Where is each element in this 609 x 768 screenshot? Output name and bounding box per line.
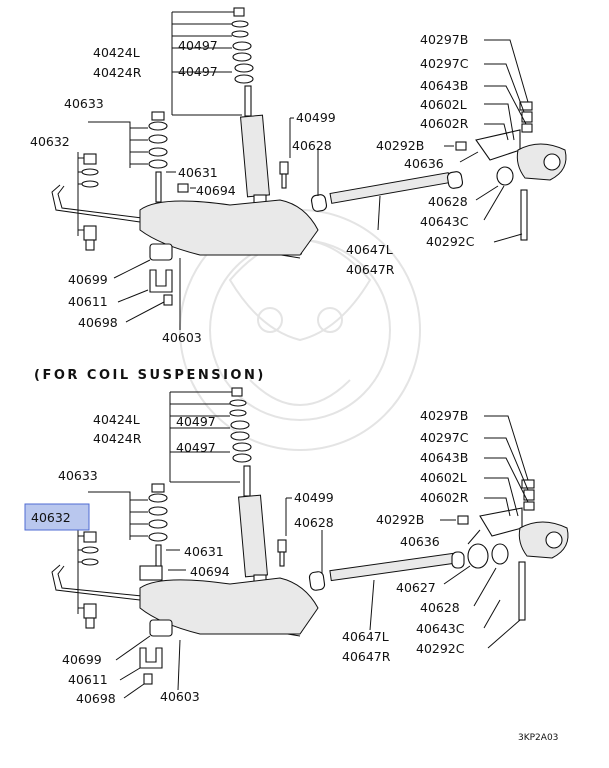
label-40499: 40499: [294, 490, 334, 505]
lower-bolt-40698: [143, 673, 153, 685]
upper-washer-40643B: [521, 123, 533, 133]
label-40497: 40497: [176, 440, 216, 455]
label-40424L: 40424L: [93, 412, 140, 427]
label-40698: 40698: [76, 691, 116, 706]
label-40603: 40603: [162, 330, 202, 345]
upper-bolt-40698: [163, 294, 173, 306]
label-40292C: 40292C: [416, 641, 465, 656]
label-40628: 40628: [294, 515, 334, 530]
label-40647R: 40647R: [346, 262, 395, 277]
label-40499: 40499: [296, 110, 336, 125]
label-40297C: 40297C: [420, 56, 469, 71]
lower-bracket-40636: [479, 507, 569, 559]
label-40636: 40636: [400, 534, 440, 549]
lower-washer-40643B: [523, 501, 535, 511]
upper-shock-absorber: [240, 85, 270, 216]
diagram-code: 3KP2A03: [518, 733, 558, 743]
label-40611: 40611: [68, 294, 108, 309]
label-40699: 40699: [68, 272, 108, 287]
label-40424L: 40424L: [93, 45, 140, 60]
label-40636: 40636: [404, 156, 444, 171]
label-40603: 40603: [160, 689, 200, 704]
label-40497: 40497: [178, 38, 218, 53]
label-40694: 40694: [196, 183, 236, 198]
lower-bolt-40292B: [457, 515, 469, 525]
highlight-box-40632: [24, 503, 90, 531]
label-40424R: 40424R: [93, 65, 142, 80]
label-40632: 40632: [30, 134, 70, 149]
label-40643C: 40643C: [416, 621, 465, 636]
lower-leader-lines: [77, 391, 529, 699]
lower-bolt-40292C: [518, 561, 526, 621]
label-40647L: 40647L: [342, 629, 389, 644]
upper-bushing-stack-40632: [81, 153, 99, 251]
label-40497: 40497: [178, 64, 218, 79]
lower-shock-absorber: [238, 465, 268, 596]
label-40643B: 40643B: [420, 450, 468, 465]
upper-leader-lines: [77, 11, 529, 330]
upper-bolt-40292C: [520, 189, 528, 241]
label-40627: 40627: [396, 580, 436, 595]
upper-bushing-stack-40633: [148, 111, 168, 203]
upper-bracket-40636: [475, 129, 567, 181]
label-40611: 40611: [68, 672, 108, 687]
label-40647R: 40647R: [342, 649, 391, 664]
upper-nut-40297B: [519, 101, 533, 111]
label-40292C: 40292C: [426, 234, 475, 249]
label-40292B: 40292B: [376, 512, 424, 527]
label-40643B: 40643B: [420, 78, 468, 93]
label-40297C: 40297C: [420, 430, 469, 445]
lower-bolt-40499: [279, 551, 285, 567]
label-40628: 40628: [428, 194, 468, 209]
lower-bushing-40699: [149, 619, 173, 637]
label-40631: 40631: [184, 544, 224, 559]
lower-diagram: 40424L 40424R 40497 40497 40633 40632 40…: [24, 387, 569, 706]
label-40297B: 40297B: [420, 32, 468, 47]
label-40643C: 40643C: [420, 214, 469, 229]
upper-bracket-40611: [149, 269, 173, 293]
label-40628: 40628: [292, 138, 332, 153]
label-40292B: 40292B: [376, 138, 424, 153]
lower-nut-40297C: [523, 489, 535, 501]
label-40698: 40698: [78, 315, 118, 330]
lower-bushing-stack-40633: [148, 483, 168, 572]
label-40633: 40633: [58, 468, 98, 483]
label-40602R: 40602R: [420, 116, 469, 131]
label-40602R: 40602R: [420, 490, 469, 505]
upper-diagram: 40424L 40424R 40497 40497 40633 40632 40…: [30, 7, 567, 345]
label-40631: 40631: [178, 165, 218, 180]
upper-bushing-40643C: [496, 166, 514, 186]
upper-nut-40297C: [521, 111, 533, 123]
label-40602L: 40602L: [420, 97, 467, 112]
lower-nut-40499: [277, 539, 287, 553]
label-40694: 40694: [190, 564, 230, 579]
label-40699: 40699: [62, 652, 102, 667]
label-40628: 40628: [420, 600, 460, 615]
label-40497: 40497: [176, 414, 216, 429]
upper-nut-40499: [279, 161, 289, 175]
section-caption: (FOR COIL SUSPENSION): [34, 368, 266, 383]
upper-labels: 40424L 40424R 40497 40497 40633 40632 40…: [30, 32, 475, 345]
upper-clip-40694: [177, 183, 189, 193]
upper-bolt-40292B: [455, 141, 467, 151]
upper-shock-hardware: [231, 7, 254, 84]
upper-control-arm-40603: [139, 199, 319, 256]
upper-bushing-40699: [149, 243, 173, 261]
lower-clip-40694: [139, 565, 163, 581]
lower-labels: 40424L 40424R 40497 40497 40633 40632 40…: [31, 408, 469, 706]
lower-bracket-40611: [139, 647, 163, 669]
label-40632-highlighted: 40632: [31, 510, 71, 525]
label-40633: 40633: [64, 96, 104, 111]
upper-bolt-40499: [281, 173, 287, 189]
label-40602L: 40602L: [420, 470, 467, 485]
upper-strut-bar-40647: [310, 171, 464, 212]
label-40297B: 40297B: [420, 408, 468, 423]
lower-strut-bar-40647: [308, 543, 509, 591]
lower-shock-hardware: [229, 387, 252, 463]
label-40647L: 40647L: [346, 242, 393, 257]
lower-bushing-stack-40632: [81, 531, 99, 629]
label-40424R: 40424R: [93, 431, 142, 446]
